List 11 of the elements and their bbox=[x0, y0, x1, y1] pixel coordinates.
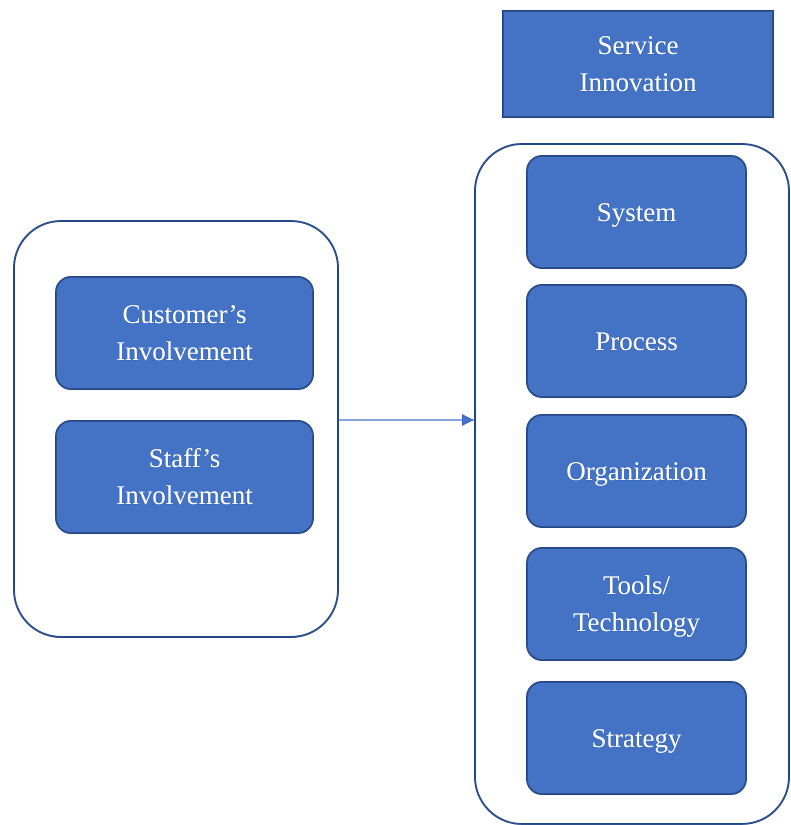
process-box: Staff’s Involvement bbox=[55, 420, 314, 534]
container-box bbox=[13, 220, 339, 638]
process-box: System bbox=[526, 155, 747, 269]
arrow bbox=[339, 414, 474, 426]
process-box: Customer’s Involvement bbox=[55, 276, 314, 390]
process-box: Service Innovation bbox=[502, 10, 774, 118]
process-box: Tools/ Technology bbox=[526, 547, 747, 661]
process-box: Organization bbox=[526, 414, 747, 528]
process-box: Strategy bbox=[526, 681, 747, 795]
container-box bbox=[474, 143, 790, 825]
process-box: Process bbox=[526, 284, 747, 398]
